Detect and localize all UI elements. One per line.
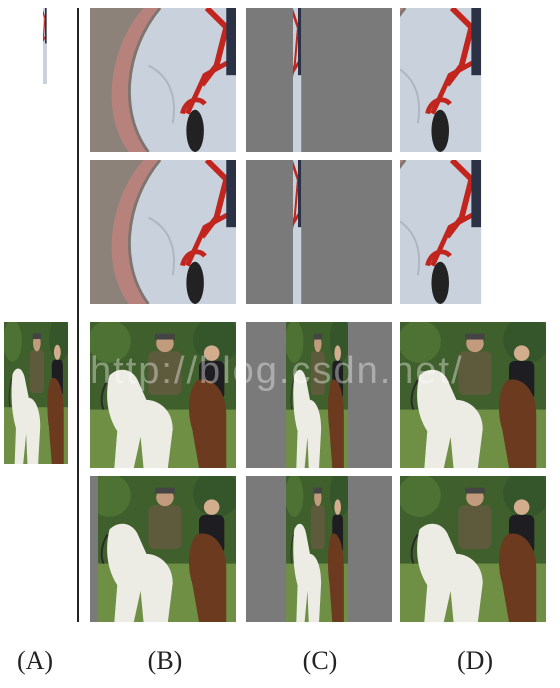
column-d-horse-1 — [400, 322, 546, 468]
column-c-bike-2 — [246, 160, 392, 304]
column-c-horse-1 — [246, 322, 392, 468]
column-c-bike-1 — [246, 8, 392, 152]
column-b-bike-2 — [90, 160, 236, 304]
column-c-horse-2 — [246, 476, 392, 622]
column-a-horse-crop — [4, 322, 68, 464]
label-d: (D) — [456, 646, 494, 675]
column-d-bike-2 — [400, 160, 546, 304]
column-b-horse-2 — [90, 476, 236, 622]
label-c: (C) — [302, 646, 338, 675]
label-a: (A) — [16, 646, 54, 675]
label-b: (B) — [147, 646, 183, 675]
column-divider — [77, 8, 79, 622]
column-d-bike-1 — [400, 8, 546, 152]
watermark-text: http://blog.csdn.net/ — [90, 350, 464, 392]
column-d-horse-2 — [400, 476, 546, 622]
column-a-bike-crop — [43, 8, 69, 84]
column-b-bike-1 — [90, 8, 236, 152]
column-b-horse-1 — [90, 322, 236, 468]
